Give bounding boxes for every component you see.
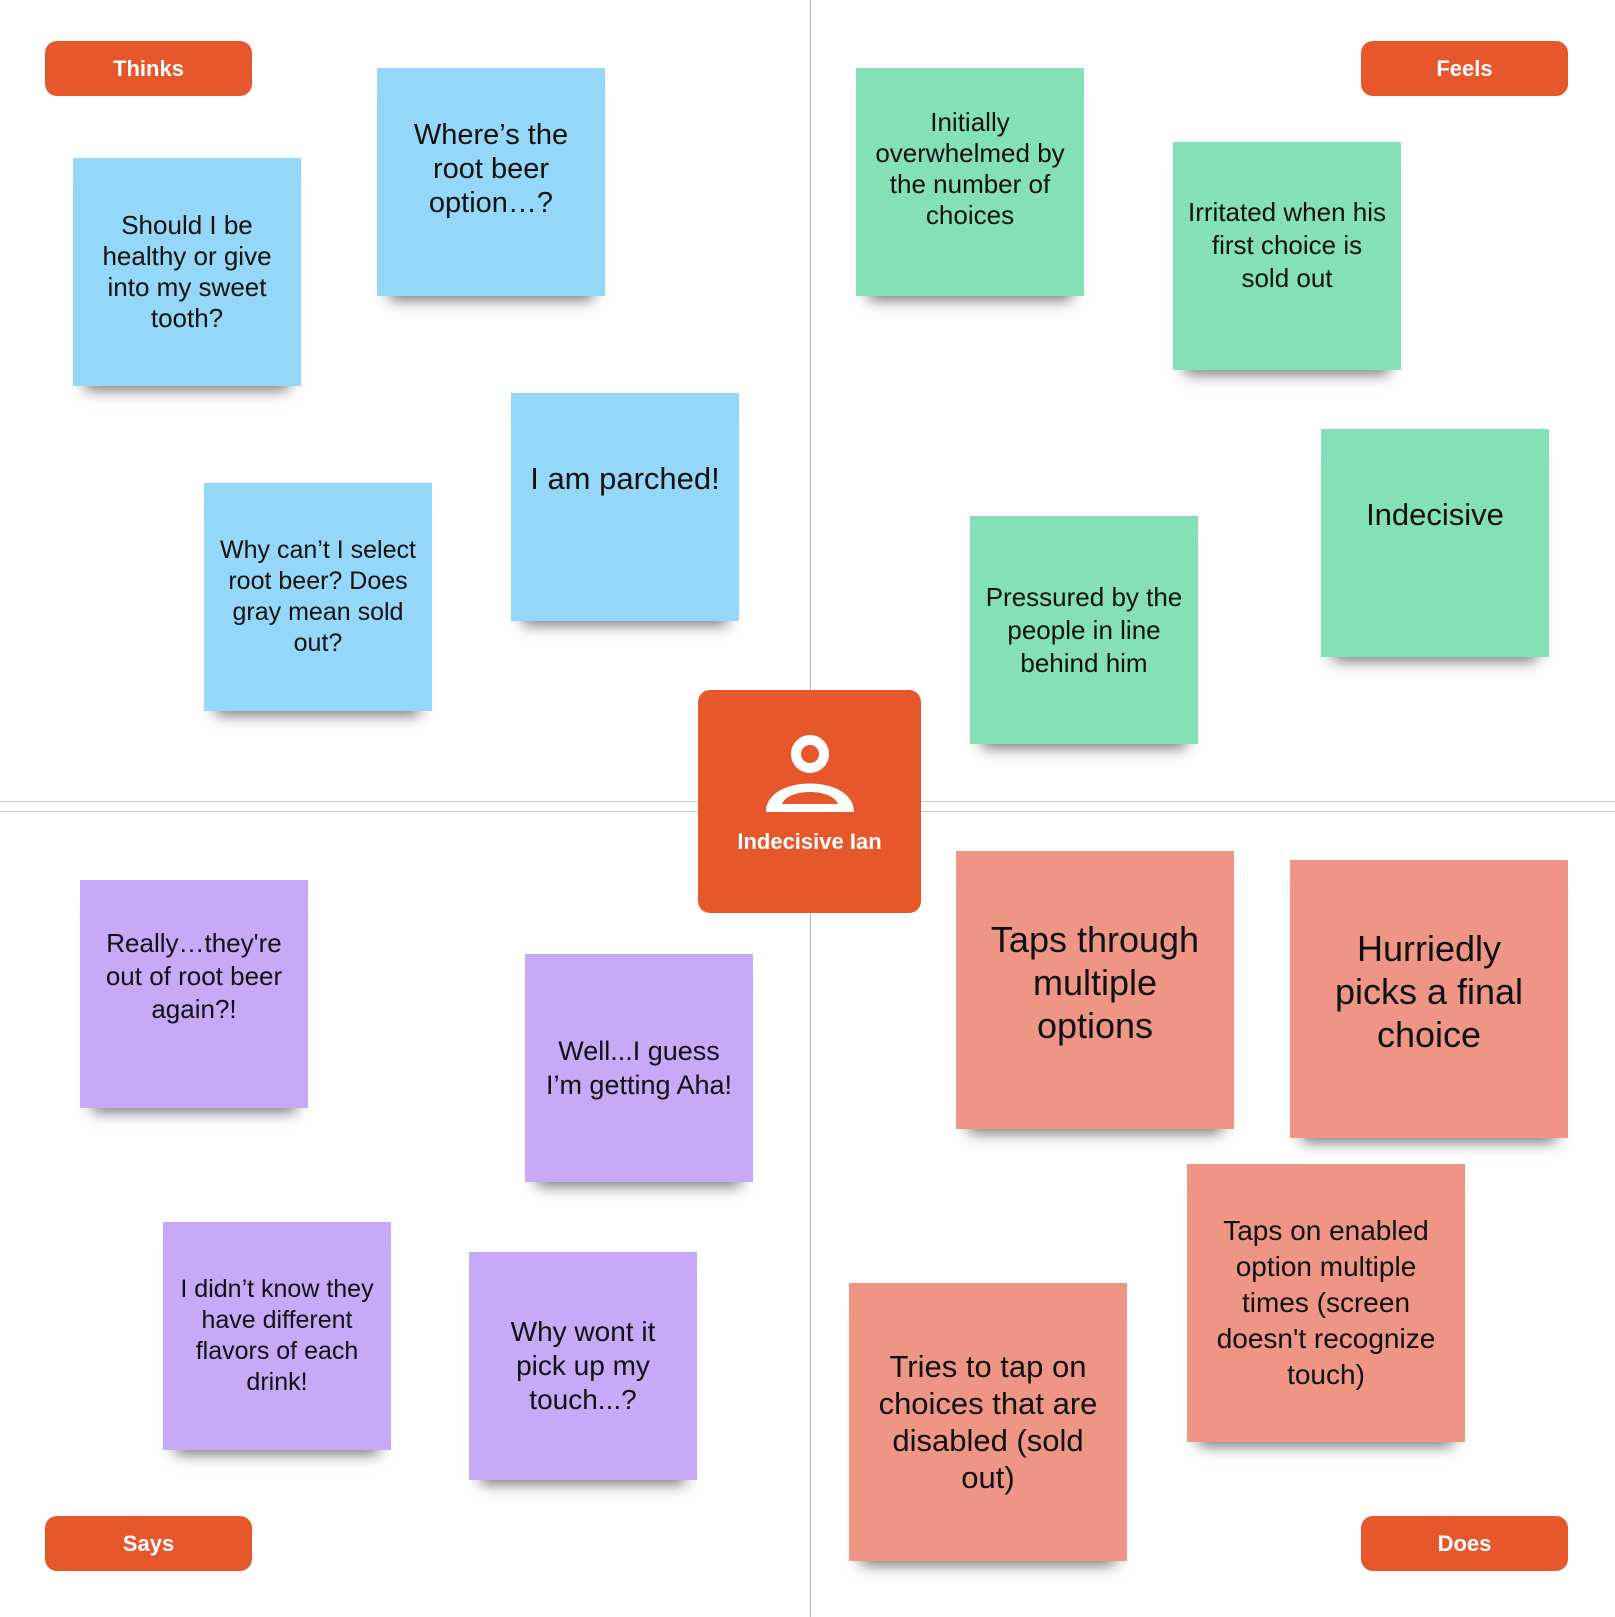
does-note-tries-disabled[interactable]: Tries to tap on choices that are disable… <box>849 1283 1127 1561</box>
thinks-label: Thinks <box>45 41 252 96</box>
does-label: Does <box>1361 1516 1568 1571</box>
note-text: Pressured by the people in line behind h… <box>985 581 1183 678</box>
note-text: Tries to tap on choices that are disable… <box>878 1349 1098 1495</box>
note-text: Irritated when his first choice is sold … <box>1188 196 1386 293</box>
note-text: I am parched! <box>530 461 720 496</box>
note-text: Well...I guess I’m getting Aha! <box>545 1036 733 1100</box>
thinks-note-root-beer-option[interactable]: Where’s the root beer option…? <box>377 68 605 296</box>
feels-note-irritated[interactable]: Irritated when his first choice is sold … <box>1173 142 1401 370</box>
says-note-pick-up-touch[interactable]: Why wont it pick up my touch...? <box>469 1252 697 1480</box>
note-text: Initially overwhelmed by the number of c… <box>875 107 1065 230</box>
says-note-getting-aha[interactable]: Well...I guess I’m getting Aha! <box>525 954 753 1182</box>
thinks-note-parched[interactable]: I am parched! <box>511 393 739 621</box>
feels-label: Feels <box>1361 41 1568 96</box>
note-text: Should I be healthy or give into my swee… <box>102 210 272 333</box>
persona-name: Indecisive Ian <box>737 829 882 854</box>
feels-note-overwhelmed[interactable]: Initially overwhelmed by the number of c… <box>856 68 1084 296</box>
note-text: I didn’t know they have different flavor… <box>180 1275 374 1396</box>
does-note-hurriedly-picks[interactable]: Hurriedly picks a final choice <box>1290 860 1568 1138</box>
note-text: Taps on enabled option multiple times (s… <box>1216 1215 1436 1390</box>
does-note-taps-through[interactable]: Taps through multiple options <box>956 851 1234 1129</box>
says-note-out-of-root-beer[interactable]: Really…they're out of root beer again?! <box>80 880 308 1108</box>
note-text: Taps through multiple options <box>990 918 1200 1046</box>
note-text: Where’s the root beer option…? <box>413 119 569 219</box>
does-note-taps-enabled[interactable]: Taps on enabled option multiple times (s… <box>1187 1164 1465 1442</box>
feels-note-indecisive[interactable]: Indecisive <box>1321 429 1549 657</box>
thinks-note-gray-sold-out[interactable]: Why can’t I select root beer? Does gray … <box>204 483 432 711</box>
note-text: Really…they're out of root beer again?! <box>105 927 283 1024</box>
person-icon <box>766 735 854 812</box>
feels-note-pressured[interactable]: Pressured by the people in line behind h… <box>970 516 1198 744</box>
thinks-note-sweet-tooth[interactable]: Should I be healthy or give into my swee… <box>73 158 301 386</box>
persona-card[interactable]: Indecisive Ian <box>698 690 921 913</box>
says-label: Says <box>45 1516 252 1571</box>
note-text: Hurriedly picks a final choice <box>1334 927 1524 1055</box>
note-text: Indecisive <box>1366 497 1504 532</box>
note-text: Why can’t I select root beer? Does gray … <box>220 536 416 657</box>
says-note-different-flavors[interactable]: I didn’t know they have different flavor… <box>163 1222 391 1450</box>
note-text: Why wont it pick up my touch...? <box>510 1316 656 1415</box>
